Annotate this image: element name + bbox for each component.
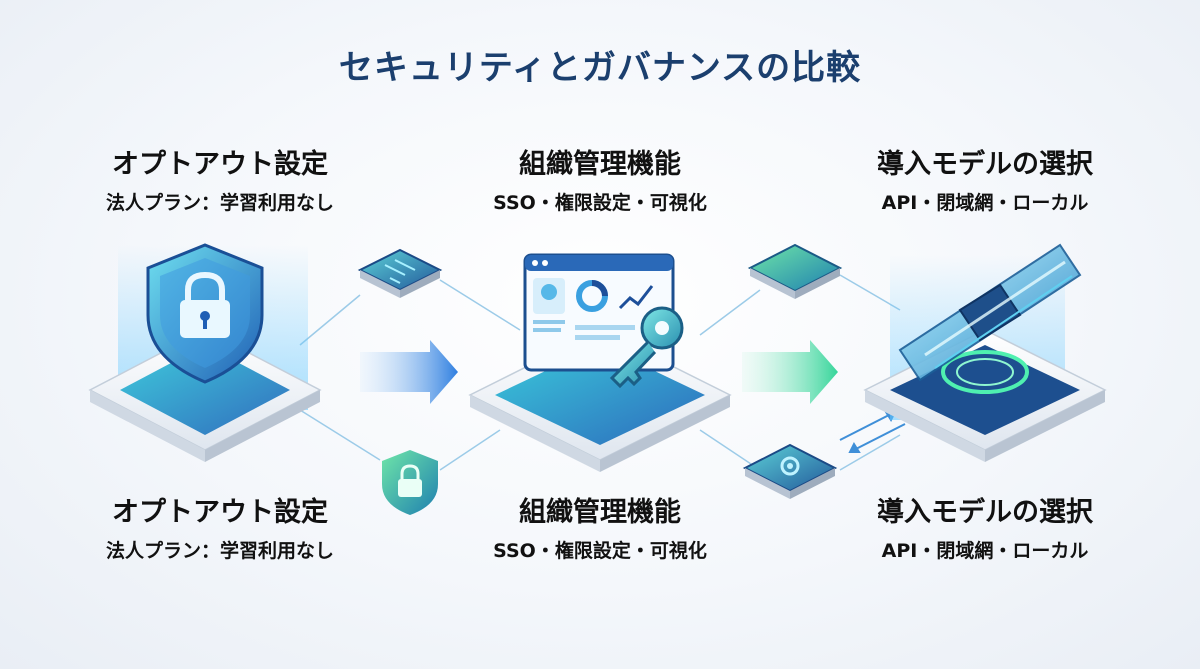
sub-org-top: SSO・権限設定・可視化 [493, 192, 707, 214]
key-icon [609, 306, 684, 389]
sub-optout-top: 法人プラン：学習利用なし [105, 192, 334, 214]
secure-pipe-icon [898, 243, 1082, 382]
arrow-right-blue [360, 340, 458, 404]
heading-model-bottom: 導入モデルの選択 [877, 497, 1093, 528]
heading-org-top: 組織管理機能 [519, 149, 681, 180]
sub-org-bottom: SSO・権限設定・可視化 [493, 540, 707, 562]
label-optout-bottom: オプトアウト設定 法人プラン：学習利用なし [50, 496, 390, 566]
label-optout-top: オプトアウト設定 法人プラン：学習利用なし [50, 148, 390, 218]
heading-optout-bottom: オプトアウト設定 [112, 497, 328, 528]
label-model-bottom: 導入モデルの選択 API・閉域網・ローカル [815, 496, 1155, 566]
shield-lock-platform [88, 243, 322, 462]
gear-icon [780, 456, 800, 476]
label-org-top: 組織管理機能 SSO・権限設定・可視化 [430, 148, 770, 218]
small-chip-gear [742, 443, 838, 499]
heading-org-bottom: 組織管理機能 [519, 497, 681, 528]
heading-optout-top: オプトアウト設定 [112, 149, 328, 180]
sub-optout-bottom: 法人プラン：学習利用なし [105, 540, 334, 562]
heading-model-top: 導入モデルの選択 [877, 149, 1093, 180]
shield-lock-icon [146, 243, 264, 384]
secure-pipe-platform [863, 243, 1107, 462]
dashboard-key-platform [468, 253, 732, 472]
sub-model-top: API・閉域網・ローカル [881, 192, 1089, 214]
dashboard-window [523, 253, 675, 372]
sub-model-bottom: API・閉域網・ローカル [881, 540, 1089, 562]
page-title: セキュリティとガバナンスの比較 [338, 48, 862, 88]
label-model-top: 導入モデルの選択 API・閉域網・ローカル [815, 148, 1155, 218]
small-chip-circuit [357, 248, 443, 298]
small-chip-green [747, 243, 843, 299]
label-org-bottom: 組織管理機能 SSO・権限設定・可視化 [430, 496, 770, 566]
arrow-right-green [742, 340, 838, 404]
small-shield-lock-icon [382, 450, 438, 515]
